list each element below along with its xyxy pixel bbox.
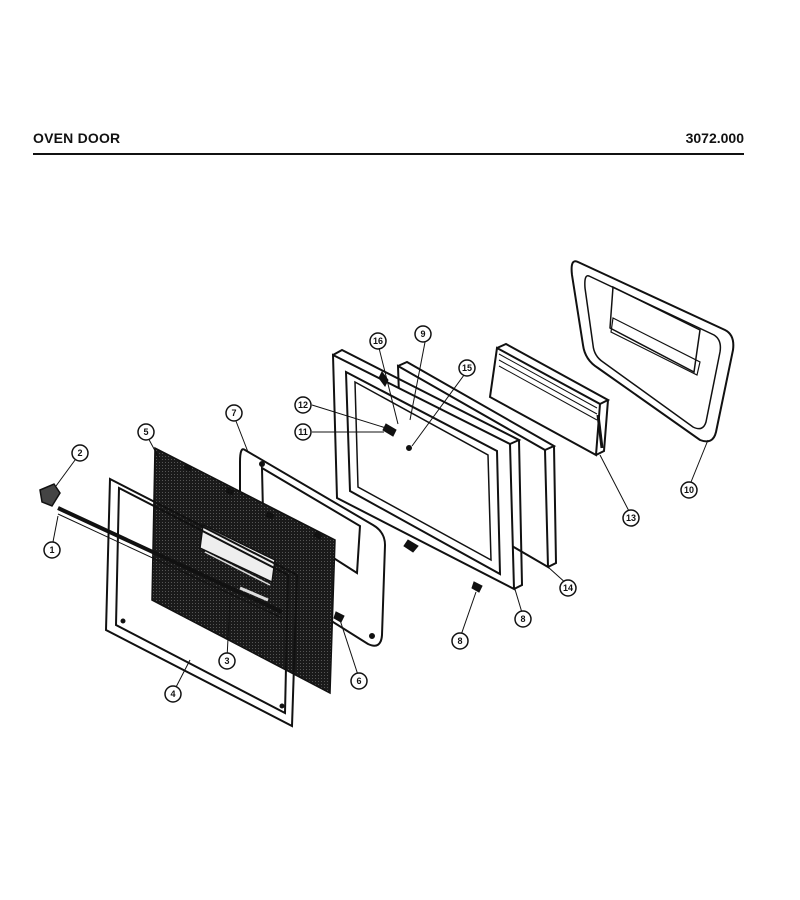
- callout-label: 11: [298, 427, 308, 437]
- callout-7: 7: [225, 404, 243, 422]
- callout-10: 10: [680, 481, 698, 499]
- callout-6: 6: [350, 672, 368, 690]
- part-outer-frame: [104, 477, 299, 728]
- callout-label: 13: [626, 513, 636, 523]
- callout-11: 11: [294, 423, 312, 441]
- callout-label: 8: [520, 614, 525, 624]
- callout-label: 1: [49, 545, 54, 555]
- diagram-header: OVEN DOOR 3072.000: [33, 128, 744, 158]
- callout-label: 9: [420, 329, 425, 339]
- diagram-title: OVEN DOOR: [33, 130, 121, 146]
- callout-5: 5: [137, 423, 155, 441]
- callout-label: 15: [462, 363, 472, 373]
- callout-1: 1: [43, 541, 61, 559]
- callout-label: 5: [143, 427, 148, 437]
- callout-label: 16: [373, 336, 383, 346]
- header-rule: [33, 153, 744, 155]
- part-inner-frame: [331, 348, 524, 591]
- callout-label: 14: [563, 583, 573, 593]
- callout-2: 2: [71, 444, 89, 462]
- callout-label: 10: [684, 485, 694, 495]
- callout-15: 15: [458, 359, 476, 377]
- leader-lines: [51, 336, 709, 692]
- diagram-code: 3072.000: [685, 130, 744, 146]
- callout-13: 13: [622, 509, 640, 527]
- callout-3: 3: [218, 652, 236, 670]
- callout-14: 14: [559, 579, 577, 597]
- part-insulation-pack: [488, 342, 611, 457]
- part-small-hardware: [183, 371, 483, 623]
- callout-label: 8: [457, 636, 462, 646]
- callout-label: 4: [170, 689, 175, 699]
- callout-label: 12: [298, 400, 308, 410]
- callout-4: 4: [164, 685, 182, 703]
- part-handle-rod: [57, 506, 283, 619]
- callout-9: 9: [414, 325, 432, 343]
- part-handle-cap: [39, 483, 61, 507]
- part-rear-liner: [570, 260, 735, 443]
- callout-12: 12: [294, 396, 312, 414]
- callout-8-bracket: 8: [451, 632, 469, 650]
- callout-8-frame: 8: [514, 610, 532, 628]
- callout-label: 2: [77, 448, 82, 458]
- callout-label: 3: [224, 656, 229, 666]
- callout-label: 7: [231, 408, 236, 418]
- callout-16: 16: [369, 332, 387, 350]
- callout-label: 6: [356, 676, 361, 686]
